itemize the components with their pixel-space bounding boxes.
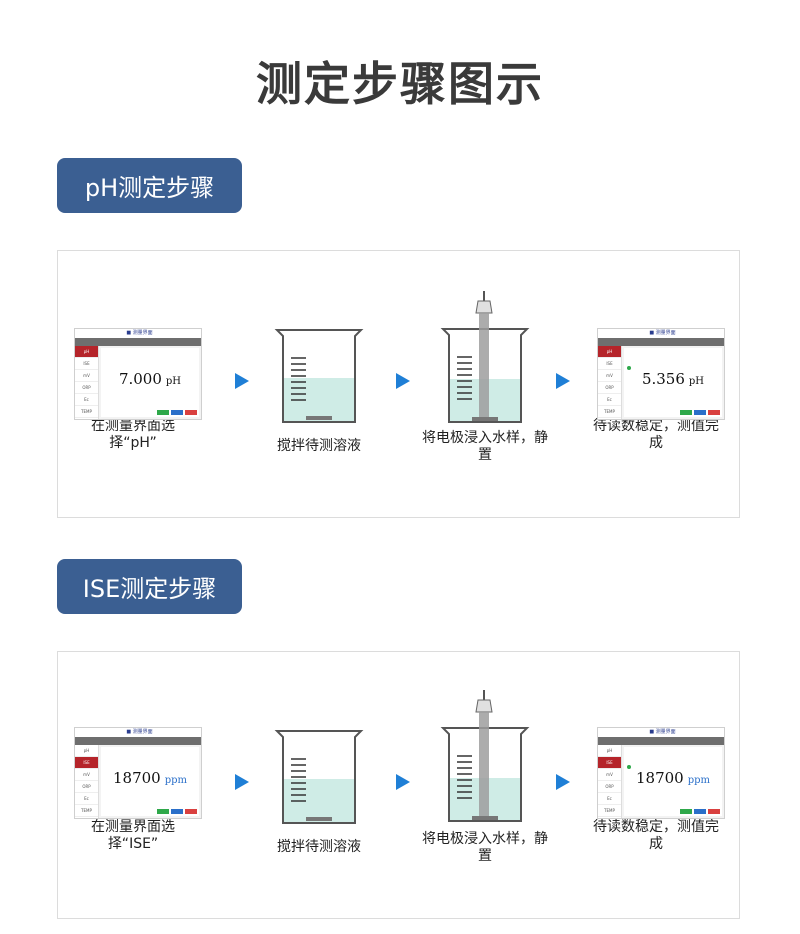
step-caption: 待读数稳定，测值完成 bbox=[593, 418, 719, 451]
step-caption: 待读数稳定，测值完成 bbox=[593, 819, 719, 852]
step-immerse: 将电极浸入水样，静置 bbox=[420, 291, 550, 464]
screen-unit: ppm bbox=[164, 775, 187, 786]
arrow-right-icon bbox=[396, 774, 410, 790]
arrow-right-icon bbox=[556, 373, 570, 389]
screen-unit: pH bbox=[165, 376, 182, 387]
step-immerse: 将电极浸入水样，静置 bbox=[420, 690, 550, 865]
arrow-right-icon bbox=[235, 373, 249, 389]
screen-value: 7.000 bbox=[118, 370, 162, 388]
page-title: 测定步骤图示 bbox=[256, 57, 544, 111]
step-caption: 搅拌待测溶液 bbox=[277, 438, 361, 454]
beaker-electrode-icon bbox=[420, 690, 550, 827]
section-badge-ph: pH测定步骤 bbox=[57, 158, 242, 213]
step-caption: 在测量界面选择“ISE” bbox=[91, 819, 175, 852]
beaker-electrode-icon bbox=[420, 291, 550, 428]
arrow-right-icon bbox=[235, 774, 249, 790]
screen-value: 5.356 bbox=[641, 370, 685, 388]
section-badge-ise: ISE测定步骤 bbox=[57, 559, 242, 614]
beaker-icon bbox=[254, 328, 384, 448]
step-caption: 在测量界面选择“pH” bbox=[91, 418, 175, 451]
beaker-icon bbox=[254, 729, 384, 849]
step-caption: 将电极浸入水样，静置 bbox=[422, 831, 548, 864]
screen-unit: ppm bbox=[687, 775, 710, 786]
step-stir: 搅拌待测溶液 bbox=[254, 729, 384, 856]
step-caption: 将电极浸入水样，静置 bbox=[422, 430, 548, 463]
screen-value: 18700 bbox=[112, 769, 161, 787]
screen-value: 18700 bbox=[635, 769, 684, 787]
screen-unit: pH bbox=[688, 376, 705, 387]
arrow-right-icon bbox=[396, 373, 410, 389]
arrow-right-icon bbox=[556, 774, 570, 790]
step-caption: 搅拌待测溶液 bbox=[277, 839, 361, 855]
step-stir: 搅拌待测溶液 bbox=[254, 328, 384, 455]
